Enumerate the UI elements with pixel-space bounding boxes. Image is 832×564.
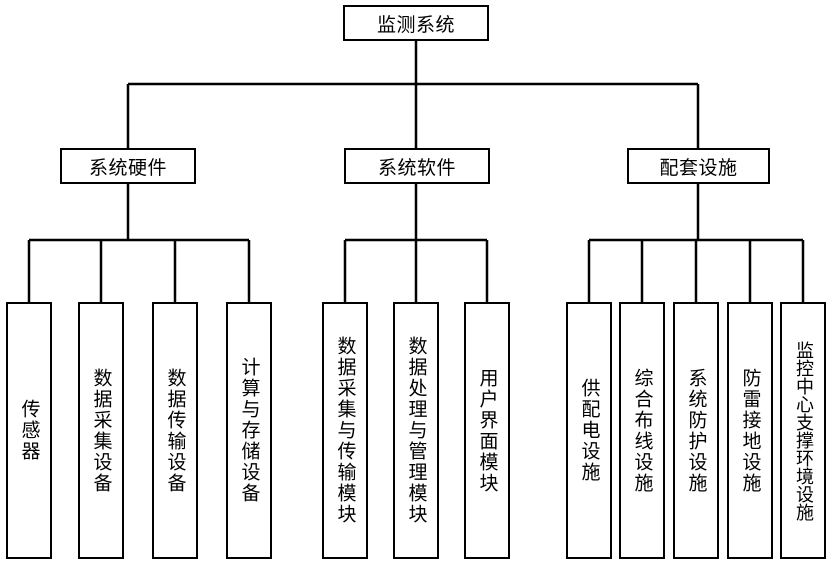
group-node-hardware: 系统硬件: [60, 148, 196, 184]
leaf-node-user-interface-module: 用户界面模块: [464, 302, 510, 559]
group-node-software: 系统软件: [344, 148, 490, 184]
leaf-node-compute-storage-device: 计算与存储设备: [226, 302, 272, 559]
leaf-node-system-protection-facility: 系统防护设施: [673, 302, 719, 559]
leaf-node-power-supply-facility: 供配电设施: [566, 302, 612, 559]
leaf-node-data-transmission-device: 数据传输设备: [152, 302, 198, 559]
leaf-node-data-acquisition-device: 数据采集设备: [78, 302, 124, 559]
leaf-node-monitoring-center-facility: 监控中心支撑环境设施: [780, 302, 826, 559]
leaf-node-sensor: 传感器: [6, 302, 52, 559]
leaf-node-cabling-facility: 综合布线设施: [619, 302, 665, 559]
leaf-node-processing-management-module: 数据处理与管理模块: [393, 302, 439, 559]
group-node-facilities: 配套设施: [627, 148, 770, 184]
leaf-node-acquisition-transmission-module: 数据采集与传输模块: [322, 302, 368, 559]
leaf-node-lightning-grounding-facility: 防雷接地设施: [727, 302, 773, 559]
root-node: 监测系统: [343, 5, 489, 41]
